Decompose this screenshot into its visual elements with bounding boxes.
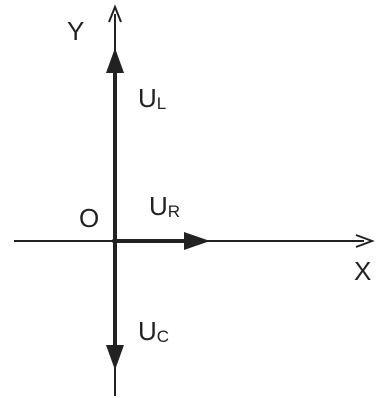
vector-uc-label-sub: C [157,327,169,346]
vector-ur-arrowhead [184,232,210,250]
y-axis-label: Y [67,16,84,46]
y-axis-arrowhead [108,4,122,23]
vector-ul-label: UL [138,83,166,113]
vector-uc-label: UC [138,316,169,346]
x-axis-label: X [354,256,371,286]
origin-label: O [79,203,99,233]
vector-ur-label-sub: R [168,202,180,221]
vector-ur-label: UR [149,191,180,221]
vector-ul-arrowhead [106,48,124,73]
vector-uc-arrowhead [106,345,124,370]
vector-ur-label-base: U [149,191,168,221]
vector-ul-label-sub: L [157,94,166,113]
x-axis-arrowhead [355,234,375,248]
vector-ul-label-base: U [138,83,157,113]
origin-point [112,238,118,244]
vector-uc-label-base: U [138,316,157,346]
